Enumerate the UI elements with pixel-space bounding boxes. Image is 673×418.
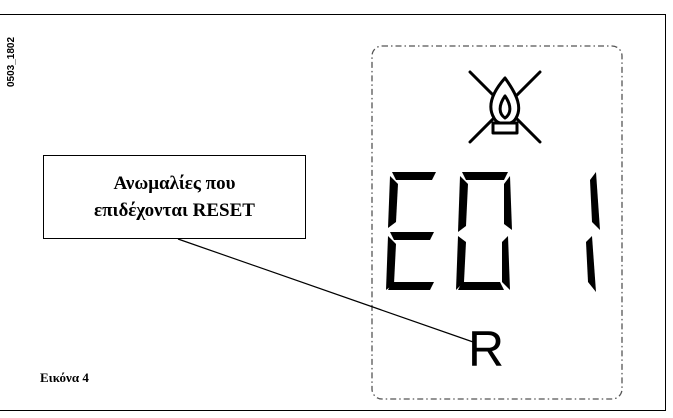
error-code-display [386, 172, 600, 292]
figure-caption: Εικόνα 4 [40, 370, 89, 385]
reset-letter: R [468, 321, 504, 377]
digit-zero [456, 172, 512, 290]
callout-label-box: Ανωμαλίες που επιδέχονται RESET [43, 155, 306, 239]
leader-line [177, 238, 477, 344]
digit-one [586, 172, 600, 292]
digit-e [386, 172, 436, 290]
figure-frame [0, 14, 666, 411]
callout-label-line1: Ανωμαλίες που [113, 173, 236, 194]
callout-label-line2: επιδέχονται RESET [94, 200, 255, 221]
crossed-flame-icon [468, 70, 542, 144]
